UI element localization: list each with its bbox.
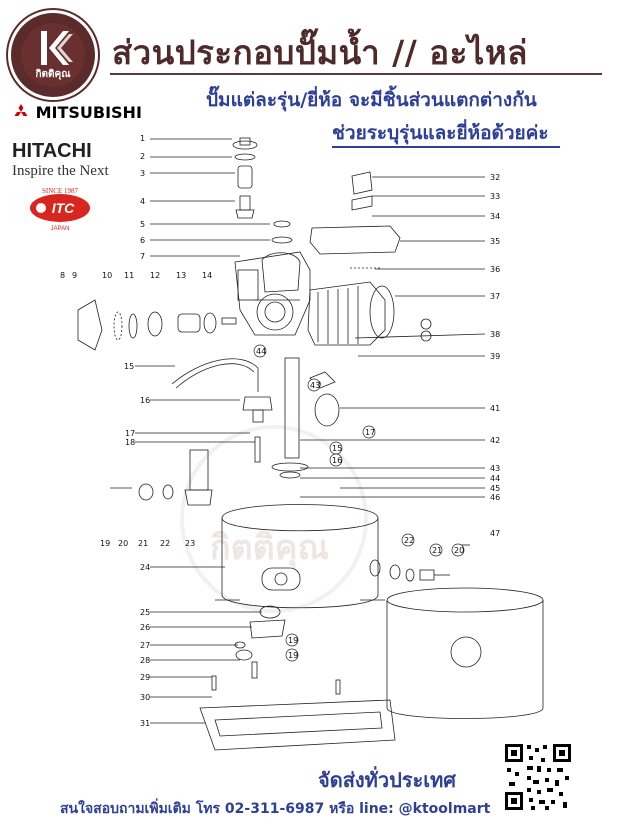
part-33: 33 <box>490 192 500 201</box>
part-42: 42 <box>490 436 500 445</box>
circled-callouts <box>253 344 465 662</box>
part-32: 32 <box>490 173 500 182</box>
part-10: 10 <box>102 271 112 280</box>
part-20: 20 <box>118 539 128 548</box>
motor <box>307 281 432 346</box>
part-28: 28 <box>140 656 150 665</box>
qr-code-icon <box>503 742 573 812</box>
circled-callout-labels: 44 43 15 16 17 22 21 20 19 19 <box>256 347 464 660</box>
part-3: 3 <box>140 169 145 178</box>
part-13: 13 <box>176 271 186 280</box>
pump-head <box>234 251 311 336</box>
page-title: ส่วนประกอบปั๊มน้ำ // อะไหล่ <box>112 33 528 72</box>
part-21: 21 <box>138 539 148 548</box>
part-15: 15 <box>124 362 134 371</box>
hose-and-switch <box>171 358 273 463</box>
part-29: 29 <box>140 673 150 682</box>
right-fittings <box>389 564 450 582</box>
leader-lines-right <box>300 176 486 546</box>
mitsubishi-logo: MITSUBISHI <box>12 103 142 122</box>
callout-20: 20 <box>454 546 464 555</box>
part-19: 19 <box>100 539 110 548</box>
brand-k-icon <box>41 31 73 65</box>
part-8: 8 <box>60 271 65 280</box>
mitsubishi-text: MITSUBISHI <box>35 103 142 122</box>
itc-since: SINCE 1987 <box>42 187 78 195</box>
part-2: 2 <box>140 152 145 161</box>
subtitle-line-2: ช่วยระบุรุ่นและยี่ห้อด้วยค่ะ <box>332 122 549 144</box>
subtitle-underline <box>332 146 560 148</box>
part-47: 47 <box>490 529 500 538</box>
part-36: 36 <box>490 265 500 274</box>
part-25: 25 <box>140 608 150 617</box>
leader-lines-left <box>135 138 270 724</box>
itc-country: JAPAN <box>51 226 70 232</box>
part-24: 24 <box>140 563 150 572</box>
top-parts <box>232 137 293 244</box>
callout-15: 15 <box>332 444 342 453</box>
part-31: 31 <box>140 719 150 728</box>
part-17: 17 <box>125 429 135 438</box>
part-30: 30 <box>140 693 150 702</box>
callout-19b: 19 <box>288 651 298 660</box>
part-35: 35 <box>490 237 500 246</box>
center-tube <box>271 357 340 479</box>
part-7: 7 <box>140 252 145 261</box>
mitsubishi-diamonds-icon <box>14 104 28 116</box>
hitachi-logo: HITACHI <box>12 140 92 162</box>
callout-22: 22 <box>404 536 414 545</box>
itc-logo: SINCE 1987 ITC JAPAN <box>30 187 90 232</box>
part-14: 14 <box>202 271 212 280</box>
part-11: 11 <box>124 271 134 280</box>
callout-19a: 19 <box>288 636 298 645</box>
tank <box>215 504 385 609</box>
brand-logo: กิตติคุณ <box>8 10 98 100</box>
callout-43: 43 <box>310 381 320 390</box>
part-5: 5 <box>140 220 145 229</box>
part-37: 37 <box>490 292 500 301</box>
itc-name: ITC <box>52 200 75 216</box>
part-44: 44 <box>490 474 500 483</box>
brand-logo-text: กิตติคุณ <box>35 69 71 80</box>
contact-text: สนใจสอบถามเพิ่มเติม โทร 02-311-6987 หรือ… <box>60 801 491 817</box>
top-right-parts <box>309 171 401 269</box>
watermark-text: กิตติคุณ <box>210 528 330 568</box>
part-18: 18 <box>125 438 135 447</box>
part-1: 1 <box>140 134 145 143</box>
watermark-circle <box>180 425 368 613</box>
part-numbers-right: 32 33 34 35 36 37 38 39 40 41 42 43 44 4… <box>311 173 500 538</box>
part-12: 12 <box>150 271 160 280</box>
part-numbers-left: 1 2 3 4 5 6 7 8 9 10 11 12 13 14 15 16 1… <box>60 134 212 728</box>
brand-logo-inner <box>21 23 85 87</box>
callout-44: 44 <box>256 347 266 356</box>
part-9: 9 <box>72 271 77 280</box>
callout-16: 16 <box>332 456 342 465</box>
part-27: 27 <box>140 641 150 650</box>
part-34: 34 <box>490 212 500 221</box>
bottom-parts <box>199 605 396 751</box>
hitachi-slogan: Inspire the Next <box>12 163 109 179</box>
part-45: 45 <box>490 484 500 493</box>
check-valve-parts <box>110 449 213 506</box>
part-46: 46 <box>490 493 500 502</box>
part-16: 16 <box>140 396 150 405</box>
shipping-text: จัดส่งทั่วประเทศ <box>318 768 456 792</box>
part-22: 22 <box>160 539 170 548</box>
part-38: 38 <box>490 330 500 339</box>
part-23: 23 <box>185 539 195 548</box>
part-26: 26 <box>140 623 150 632</box>
part-41: 41 <box>490 404 500 413</box>
part-4: 4 <box>140 197 145 206</box>
subtitle-line-1: ปั๊มแต่ละรุ่น/ยี่ห้อ จะมีชิ้นส่วนแตกต่าง… <box>206 89 537 111</box>
cylinder-cover <box>386 587 544 719</box>
title-underline <box>110 73 602 75</box>
impeller-parts <box>77 299 237 351</box>
part-39: 39 <box>490 352 500 361</box>
callout-17: 17 <box>365 428 375 437</box>
part-43: 43 <box>490 464 500 473</box>
part-6: 6 <box>140 236 145 245</box>
callout-21: 21 <box>432 546 442 555</box>
